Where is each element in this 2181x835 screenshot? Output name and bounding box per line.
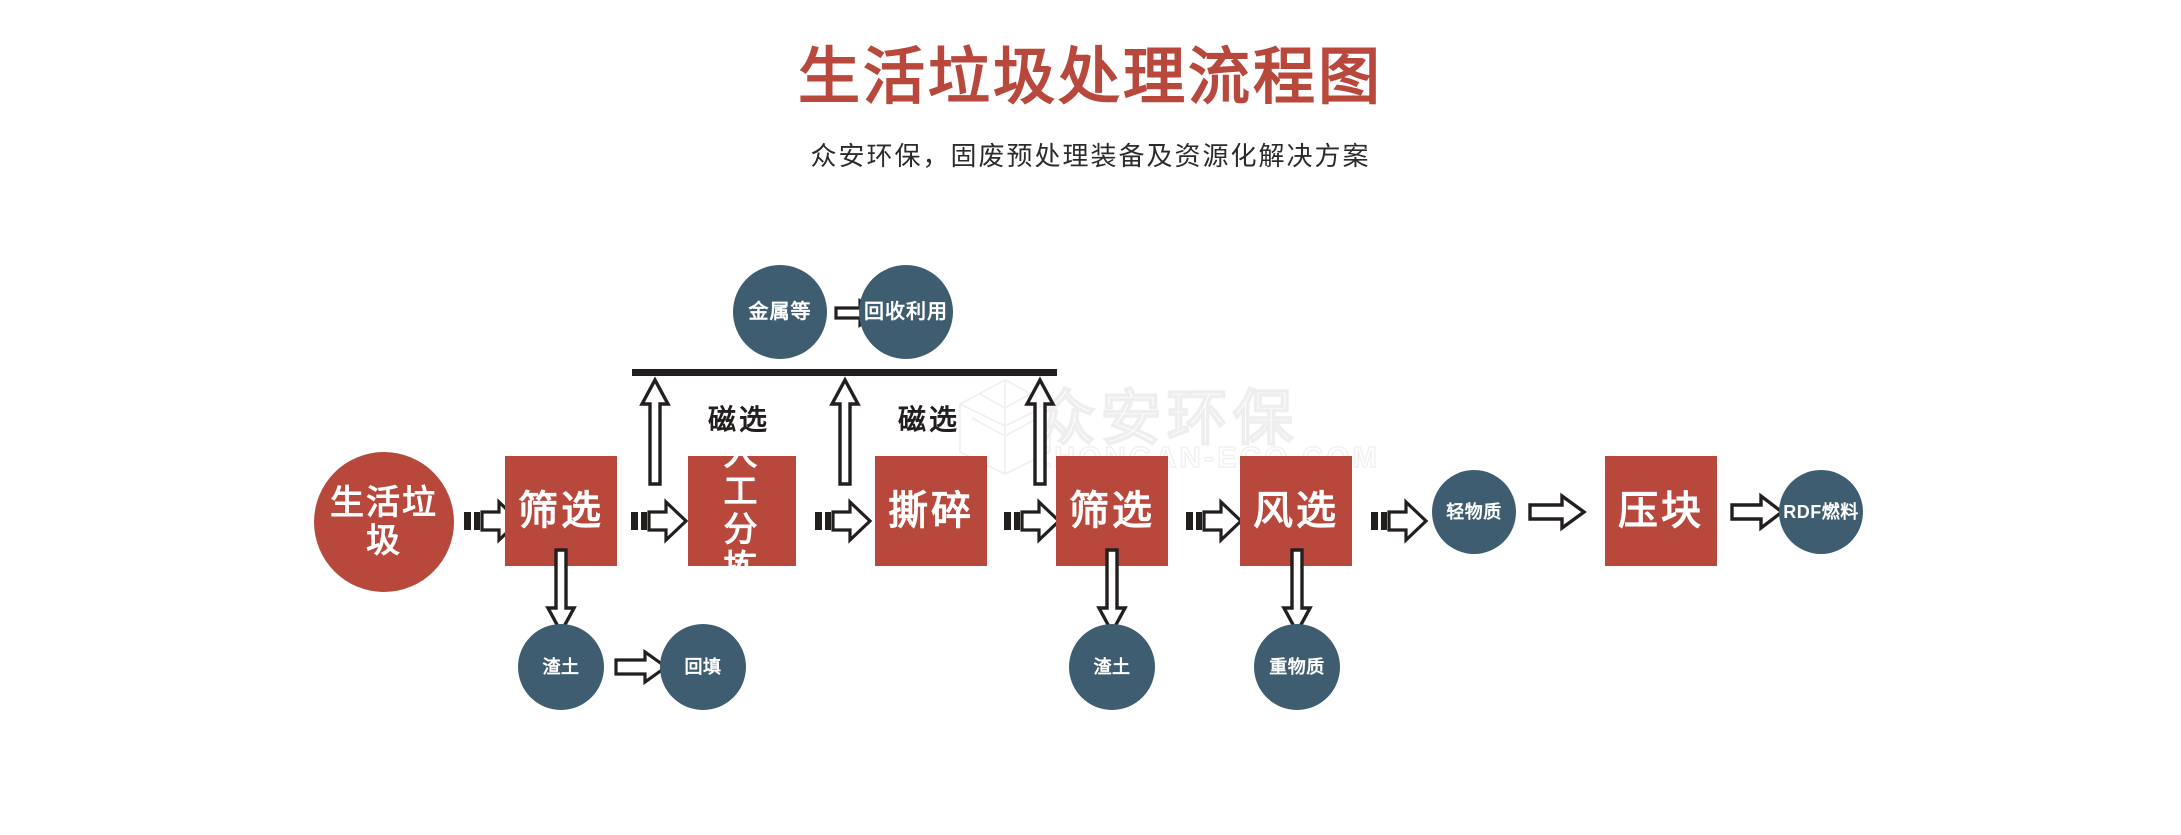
node-air-sorting-label: 风选	[1253, 488, 1339, 533]
node-screening-1[interactable]: 筛选	[505, 456, 617, 566]
page-title: 生活垃圾处理流程图	[797, 43, 1383, 112]
arrow-down-screening-2-slag	[1095, 548, 1129, 636]
arrow-up-magnetic-3	[1023, 376, 1057, 488]
node-shredding-label: 撕碎	[888, 488, 974, 533]
arrow-slag-1-to-backfill	[614, 648, 669, 686]
node-slag-2-label: 渣土	[1093, 656, 1131, 677]
node-screening-1-label: 筛选	[518, 488, 604, 533]
node-manual-sort-label: 人工分拣	[723, 434, 761, 588]
arrow-screening-1-to-manual-sort	[630, 498, 689, 544]
node-air-sorting[interactable]: 风选	[1240, 456, 1352, 566]
node-slag-2[interactable]: 渣土	[1069, 624, 1155, 710]
node-metals[interactable]: 金属等	[733, 265, 827, 359]
watermark-text: 众安环保	[1034, 384, 1299, 453]
node-manual-sort[interactable]: 人工分拣	[688, 435, 796, 587]
arrow-baling-to-rdf-fuel	[1730, 492, 1785, 532]
page-subtitle: 众安环保，固废预处理装备及资源化解决方案	[810, 142, 1371, 171]
node-msw-label: 生活垃圾	[330, 483, 438, 560]
arrow-air-sorting-to-light-matter	[1370, 498, 1429, 544]
node-baling-label: 压块	[1618, 488, 1704, 533]
node-slag-1[interactable]: 渣土	[518, 624, 604, 710]
node-light-matter-label: 轻物质	[1446, 501, 1502, 522]
arrow-up-magnetic-1	[638, 376, 672, 488]
arrow-up-magnetic-2	[828, 376, 862, 488]
node-shredding[interactable]: 撕碎	[875, 456, 987, 566]
node-rdf-fuel[interactable]: RDF燃料	[1779, 470, 1863, 554]
recovery-bus-bar	[632, 369, 1057, 376]
arrow-shredding-to-screening-2	[1003, 498, 1062, 544]
node-backfill[interactable]: 回填	[660, 624, 746, 710]
arrow-screening-2-to-air-sorting	[1185, 498, 1244, 544]
arrow-down-air-sorting-heavy	[1280, 548, 1314, 636]
node-rdf-fuel-label: RDF燃料	[1783, 501, 1859, 522]
node-screening-2[interactable]: 筛选	[1056, 456, 1168, 566]
stage-label-magnetic-separation-2: 磁选	[898, 398, 960, 438]
node-screening-2-label: 筛选	[1069, 488, 1155, 533]
node-light-matter[interactable]: 轻物质	[1432, 470, 1516, 554]
arrow-down-screening-1-slag	[544, 548, 578, 636]
node-recycle-label: 回收利用	[864, 300, 948, 323]
stage-label-text: 磁选	[898, 404, 961, 435]
node-heavy-matter-label: 重物质	[1269, 656, 1325, 677]
node-heavy-matter[interactable]: 重物质	[1254, 624, 1340, 710]
stage-label-magnetic-separation-1: 磁选	[708, 398, 770, 438]
arrow-manual-sort-to-shredding	[814, 498, 873, 544]
node-msw[interactable]: 生活垃圾	[314, 452, 454, 592]
node-baling[interactable]: 压块	[1605, 456, 1717, 566]
node-backfill-label: 回填	[684, 656, 722, 677]
stage-label-text: 磁选	[708, 404, 771, 435]
node-recycle[interactable]: 回收利用	[859, 265, 953, 359]
arrow-light-matter-to-baling	[1528, 492, 1587, 532]
node-metals-label: 金属等	[748, 300, 812, 323]
node-slag-1-label: 渣土	[542, 656, 580, 677]
